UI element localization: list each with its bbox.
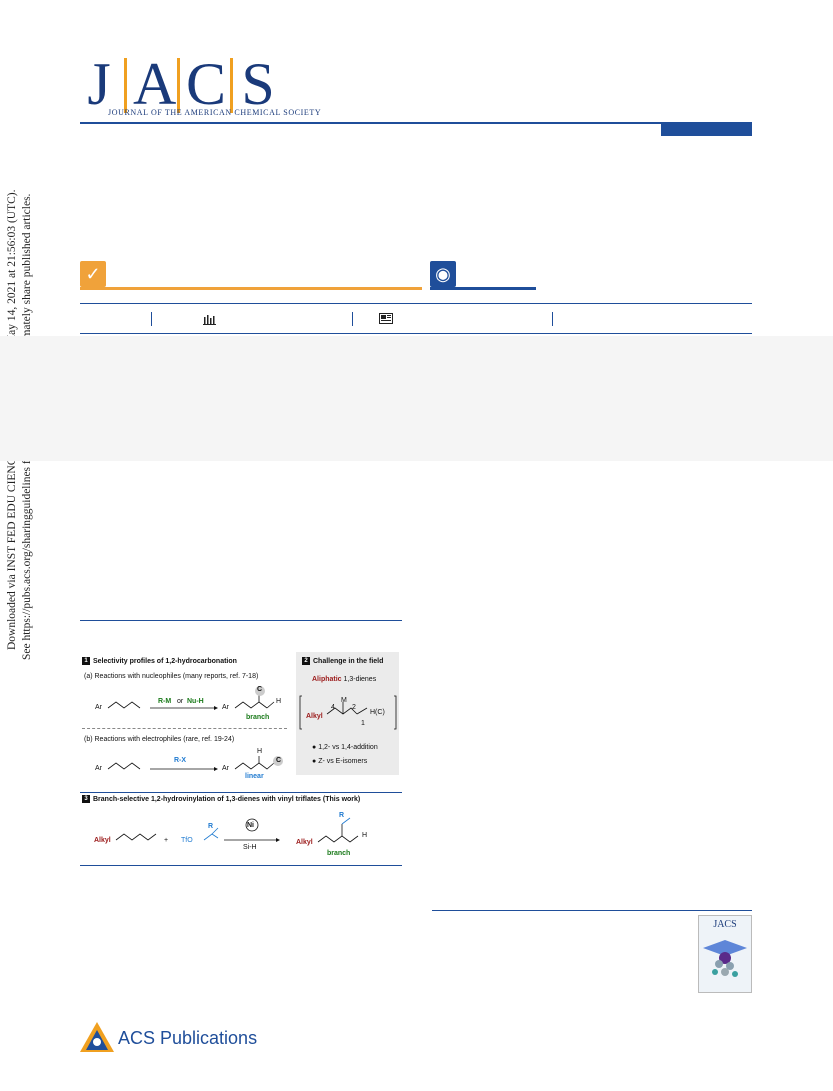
open-access-rule — [80, 287, 422, 290]
check-icon: ✓ — [85, 264, 101, 284]
challenge-pos1: 1 — [361, 720, 365, 727]
section1b-label: (b) Reactions with electrophiles (rare, … — [84, 736, 235, 743]
logo-letter-s: S — [241, 51, 275, 117]
logo-letter-j: J — [87, 51, 111, 117]
challenge-hc: H(C) — [370, 709, 385, 716]
challenge-subtitle: Aliphatic 1,3-dienes — [312, 676, 376, 683]
journal-full-name: JOURNAL OF THE AMERICAN CHEMICAL SOCIETY — [108, 108, 322, 117]
challenge-alkyl: Alkyl — [306, 713, 323, 720]
reaction-b-ar-end: Ar — [222, 765, 229, 772]
right-column-rule — [432, 910, 752, 911]
challenge-structure — [299, 695, 397, 730]
section2-title: Challenge in the field — [313, 657, 384, 665]
challenge-panel — [296, 652, 399, 775]
logo-letter-a: A — [133, 51, 177, 117]
section1-number: 1 — [82, 657, 90, 665]
reagent-a-1: R-M — [158, 698, 172, 705]
metrics-top-rule — [80, 303, 752, 304]
cite-share-rule — [430, 287, 536, 290]
reaction-3-alkyl-end: Alkyl — [296, 839, 313, 846]
reaction-3-scheme — [115, 817, 359, 843]
section3-title: Branch-selective 1,2-hydrovinylation of … — [93, 795, 361, 803]
acs-publications-logo[interactable]: ACS Publications — [80, 1022, 257, 1057]
aliphatic-label: Aliphatic — [312, 676, 342, 683]
logo-letter-c: C — [186, 51, 227, 117]
section1-title: Selectivity profiles of 1,2-hydrocarbona… — [93, 657, 237, 665]
cover-art — [703, 940, 747, 977]
reaction-3-r-start: R — [208, 823, 214, 830]
reagent-a-or: or — [177, 698, 184, 705]
header-rule — [80, 122, 752, 124]
metrics-separator — [552, 312, 553, 326]
figure-dashed-divider — [82, 728, 287, 729]
cite-share-badge[interactable]: ◉ — [430, 261, 456, 287]
challenge-pos4: 4 — [331, 704, 335, 711]
reaction-b-h: H — [257, 748, 263, 755]
challenge-pos2: 2 — [352, 704, 356, 711]
bar-chart-icon[interactable] — [203, 313, 216, 328]
reaction-b-scheme — [107, 756, 283, 771]
challenge-bullet2: ● Z- vs E-isomers — [312, 758, 368, 765]
reaction-a-c: C — [257, 686, 263, 693]
reaction-b-ar-start: Ar — [95, 765, 102, 772]
reaction-3-alkyl-start: Alkyl — [94, 837, 111, 844]
figure-top-rule — [80, 620, 402, 621]
reaction-3-plus: + — [164, 837, 169, 844]
bullet1-text: 1,2- vs 1,4-addition — [318, 744, 378, 751]
acs-hexagon-icon — [80, 1022, 114, 1052]
reaction-a-branch: branch — [246, 714, 270, 721]
reaction-b-linear: linear — [245, 773, 264, 780]
section2-number: 2 — [302, 657, 310, 665]
bullet2-text: Z- vs E-isomers — [318, 758, 368, 765]
challenge-bullet1: ● 1,2- vs 1,4-addition — [312, 744, 378, 751]
metrics-separator — [352, 312, 353, 326]
reaction-3-h: H — [362, 832, 368, 839]
metrics-separator — [151, 312, 152, 326]
acs-publications-text: ACS Publications — [118, 1028, 258, 1048]
reagent-a-2: Nu-H — [187, 698, 204, 705]
reaction-a-ar-start: Ar — [95, 704, 102, 711]
reaction-3-sih: Si-H — [243, 844, 257, 851]
open-access-badge[interactable]: ✓ — [80, 261, 106, 287]
reaction-3-r-end: R — [339, 812, 345, 819]
article-icon[interactable] — [379, 313, 393, 327]
section1a-label: (a) Reactions with nucleophiles (many re… — [84, 673, 259, 680]
reaction-3-tfo: TfO — [181, 837, 193, 844]
globe-icon: ◉ — [435, 264, 451, 284]
figure-mid-rule — [80, 792, 402, 793]
metrics-bottom-rule — [80, 333, 752, 334]
journal-cover-image[interactable]: JACS — [698, 915, 752, 993]
reaction-a-ar-end: Ar — [222, 704, 229, 711]
reagent-b: R-X — [174, 757, 187, 764]
article-type-tag — [661, 124, 752, 136]
reaction-a-scheme — [107, 686, 275, 710]
reaction-a-h: H — [276, 698, 282, 705]
cover-title: JACS — [713, 919, 737, 930]
reaction-3-ni: Ni — [247, 822, 254, 829]
dienes-label: 1,3-dienes — [343, 676, 377, 683]
figure-bottom-rule — [80, 865, 402, 866]
challenge-m: M — [341, 697, 347, 704]
reaction-3-branch: branch — [327, 850, 351, 857]
journal-logo: J A C S JOURNAL OF THE AMERICAN CHEMICAL… — [80, 50, 320, 120]
reaction-b-c: C — [276, 757, 282, 764]
section3-number: 3 — [82, 795, 90, 803]
abstract-panel — [0, 336, 833, 461]
